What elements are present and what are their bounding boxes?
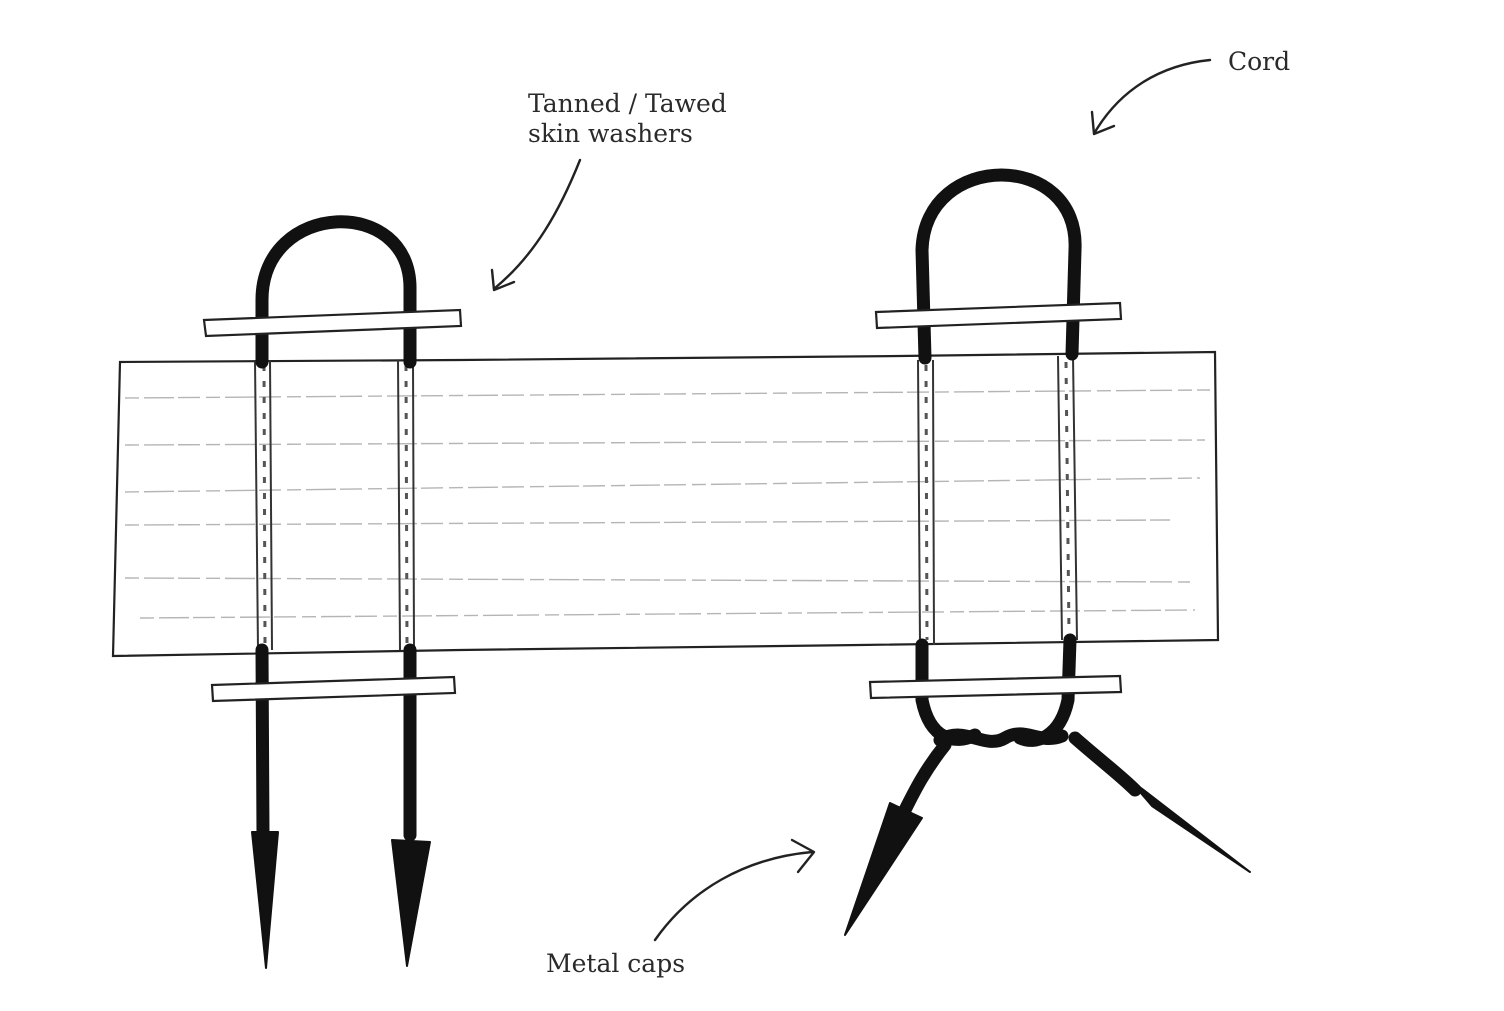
- pointer-metal-caps: [653, 838, 816, 942]
- bottom-washer-right: [868, 674, 1123, 700]
- label-washers-line1: Tanned / Tawed: [528, 89, 727, 118]
- pointer-cord: [1090, 58, 1212, 136]
- top-washer-right: [874, 301, 1123, 330]
- right-sewing-station: [844, 168, 1251, 936]
- metal-cap-right-2: [1127, 777, 1251, 873]
- metal-cap-right-1: [844, 802, 923, 936]
- pointer-washers: [490, 158, 582, 292]
- bottom-washer-left: [210, 675, 457, 703]
- metal-cap-left-2: [391, 839, 431, 967]
- label-washers-line2: skin washers: [528, 119, 693, 148]
- spine-strip: [111, 350, 1220, 658]
- top-washer-left: [202, 308, 463, 338]
- left-sewing-station: [202, 215, 463, 969]
- label-metal-caps: Metal caps: [546, 949, 685, 978]
- label-cord: Cord: [1228, 47, 1290, 76]
- metal-cap-left-1: [251, 831, 279, 969]
